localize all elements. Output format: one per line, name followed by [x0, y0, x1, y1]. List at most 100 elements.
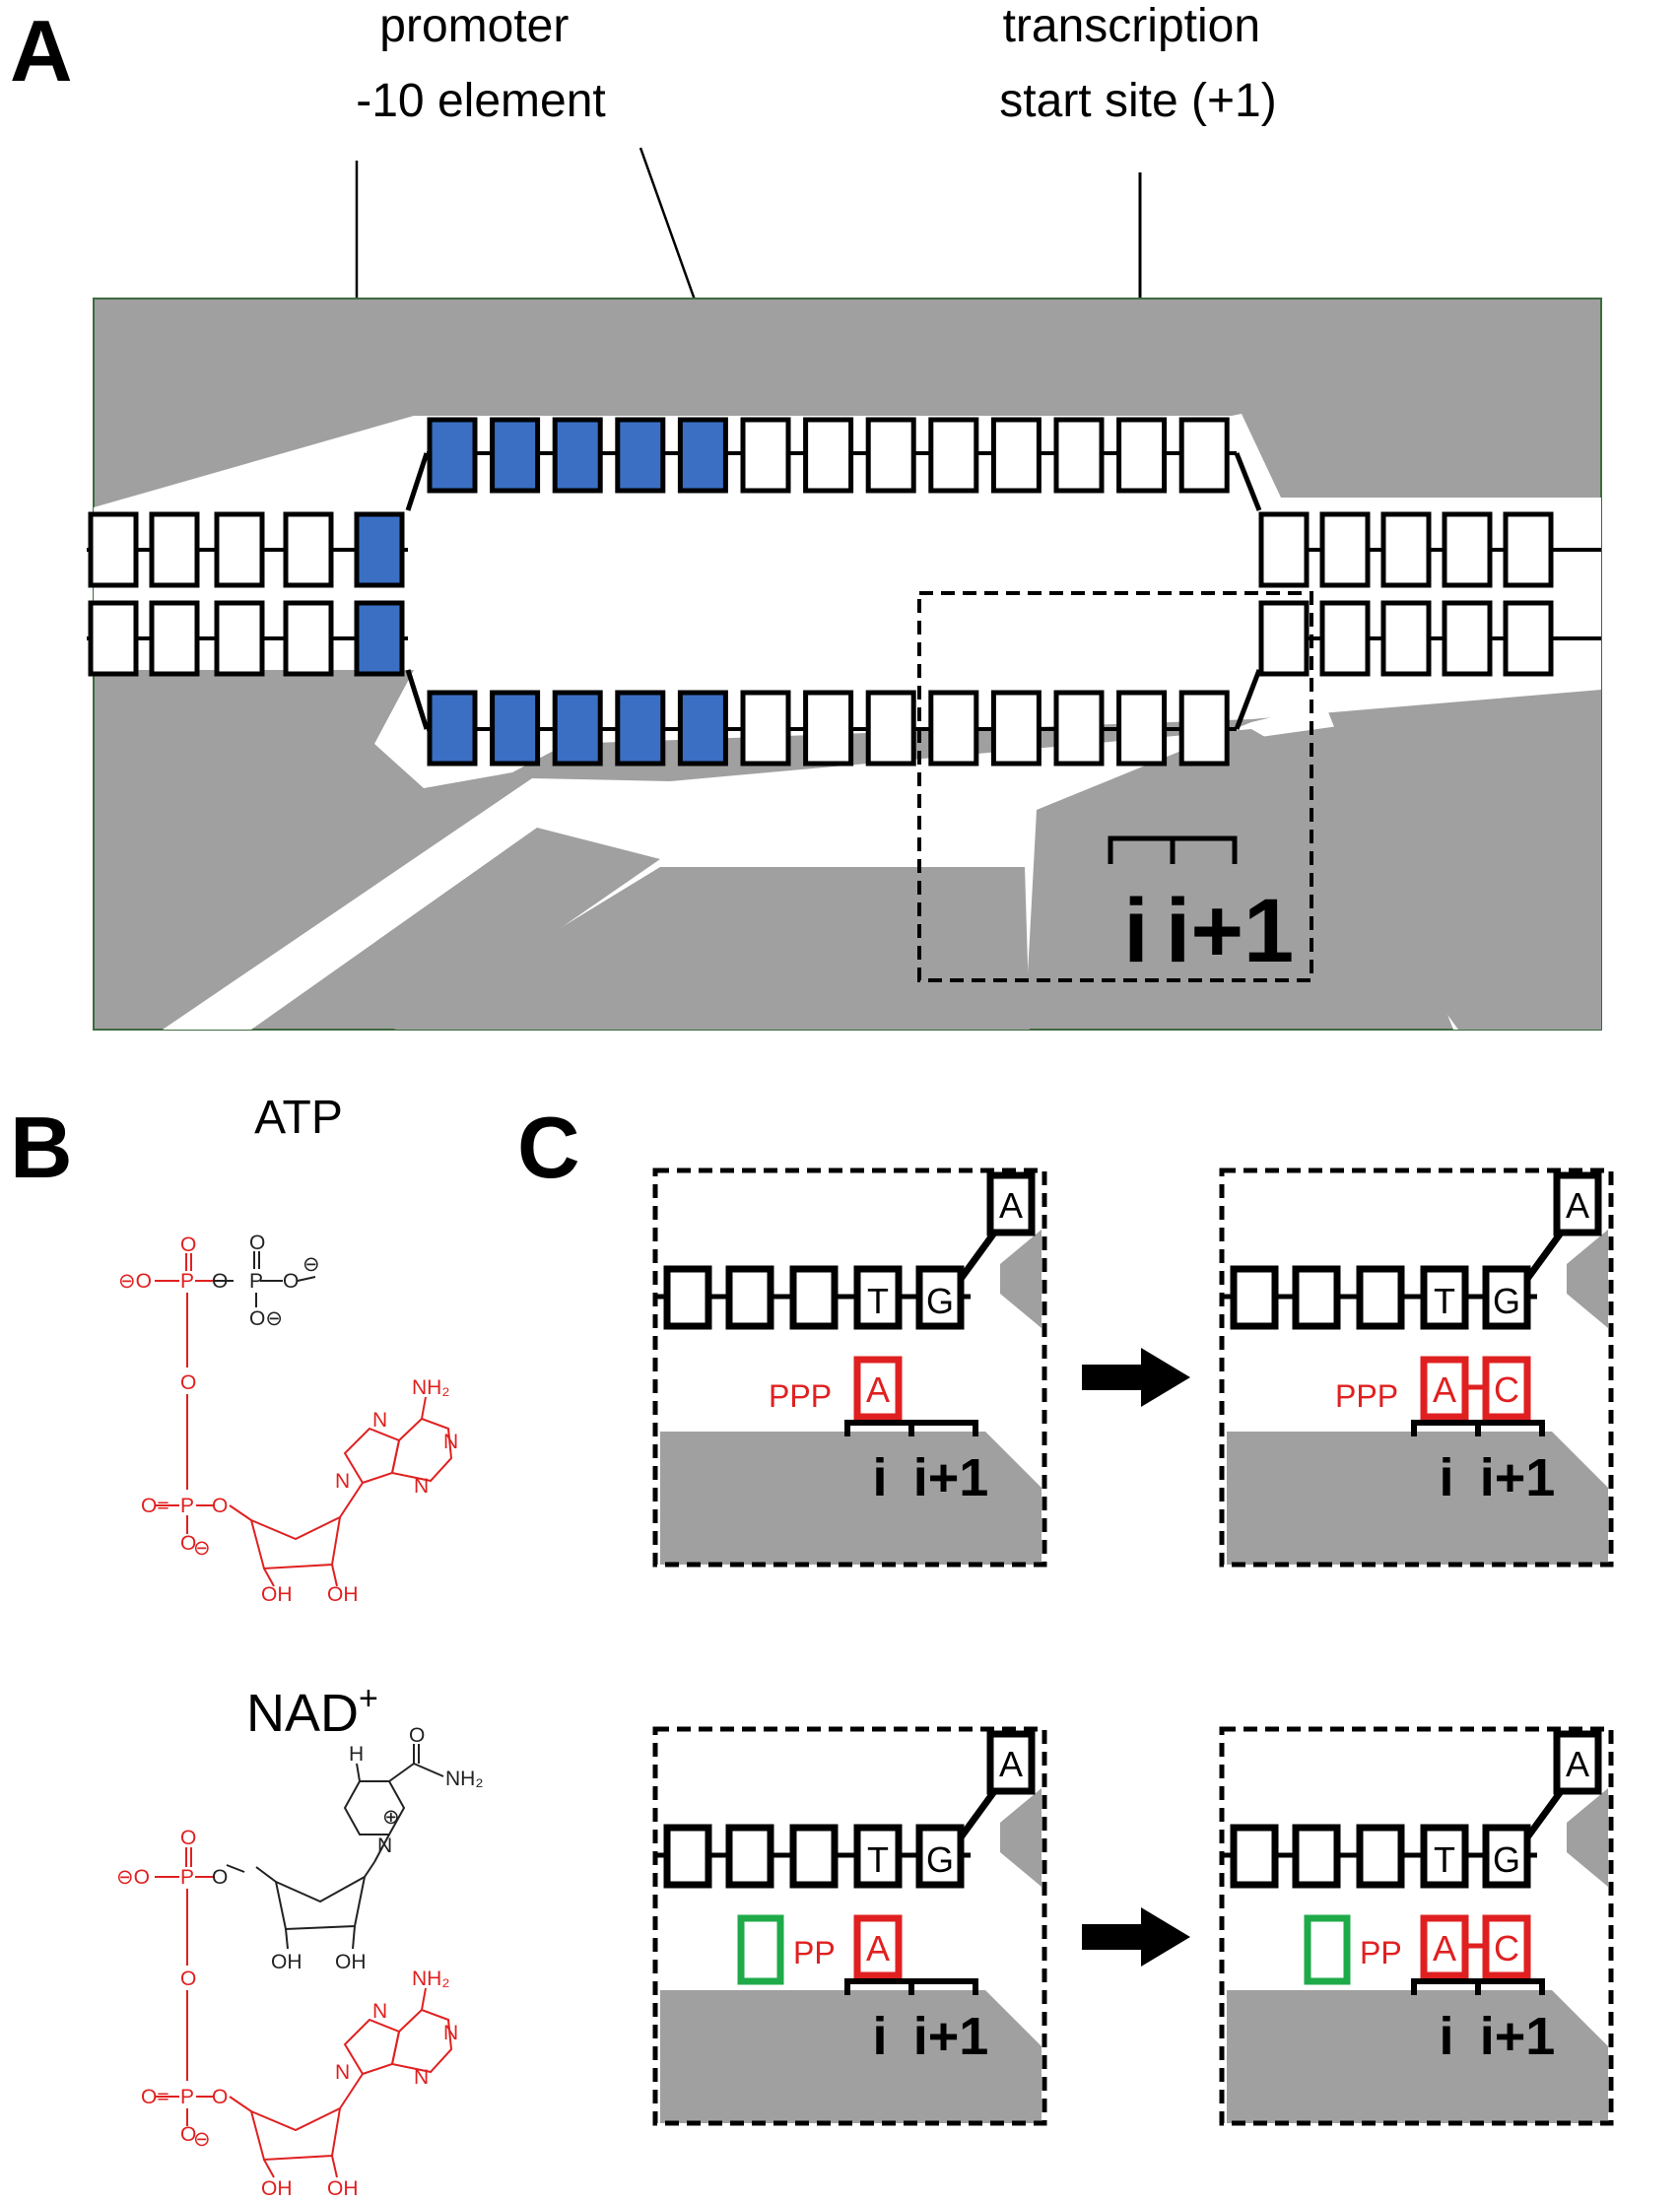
nad-adenine-5-ring [343, 2018, 401, 2076]
rna-base-a-box [853, 1914, 903, 1979]
template-strand-bases [427, 690, 1230, 767]
position-i-label: i [872, 2007, 887, 2066]
template-base [1116, 690, 1168, 767]
template-base [552, 690, 603, 767]
nontemplate-strand-left-link [405, 452, 430, 511]
nad-title-charge: + [359, 1680, 378, 1717]
nad-amide-nh2: NH₂ [445, 1768, 483, 1790]
nontemplate-base [1053, 417, 1105, 494]
atp-n9: N [335, 1470, 350, 1493]
panel-label-a: A [10, 2, 73, 100]
upstream-top-strand [88, 511, 405, 588]
nmn-cap-box [1304, 1914, 1351, 1985]
position-i-label: i [872, 1448, 887, 1507]
strand-link [958, 1787, 998, 1840]
template-base [740, 690, 791, 767]
template-base-g-label: G [1493, 1281, 1520, 1321]
atp-oh-right: OH [327, 1583, 359, 1606]
nad-p-lower: P [180, 2086, 194, 2108]
atp-ribose-ring [249, 1515, 342, 1570]
upstream-top-base [283, 511, 334, 588]
template-strand [427, 690, 1237, 767]
template-strand-left-link [405, 669, 430, 730]
position-i1-label: i+1 [913, 1448, 989, 1507]
template-base [865, 690, 916, 767]
template-base [1292, 1824, 1341, 1889]
upstream-top-base [149, 511, 200, 588]
nontemplate-strand [427, 417, 1237, 494]
atp-p-lower: P [180, 1495, 194, 1517]
downstream-top-base [1258, 511, 1310, 588]
inset-dashed-frame [1219, 1168, 1614, 1568]
nad-adenine-6-ring [390, 2008, 453, 2074]
atp-adenine-6-ring [390, 1417, 453, 1483]
atp-nh2: NH₂ [412, 1376, 449, 1399]
template-base [803, 690, 854, 767]
template-base [990, 690, 1042, 767]
nontemplate-base [490, 417, 541, 494]
nad-structure: H O NH₂ N ⊕ O OH OH ⊖O P O O O= P O O ⊖ … [116, 1724, 483, 2200]
nmn-cap-box [737, 1914, 784, 1985]
rna-base-c-label: C [1494, 1369, 1519, 1410]
nad-carbonyl-o: O [409, 1724, 425, 1747]
polymerase-region [1000, 1230, 1042, 1328]
template-base [427, 690, 478, 767]
position-i-label: i [1439, 2007, 1453, 2066]
active-site-dashed-box [917, 591, 1313, 982]
polymerase-region [1227, 1432, 1608, 1565]
downstream-base [986, 1171, 1036, 1236]
downstream-base [1553, 1171, 1602, 1236]
position-bracket [1108, 835, 1238, 864]
nontemplate-base [1116, 417, 1168, 494]
template-base [1482, 1265, 1531, 1330]
promoter-label-line2: -10 element [356, 75, 605, 127]
template-base [677, 690, 728, 767]
atp-oh-left: OH [261, 1583, 293, 1606]
nad-nicotinamide-part [226, 1744, 444, 1950]
position-i1-label: i+1 [1166, 881, 1294, 981]
upstream-top-base [88, 511, 139, 588]
tss-label-line1: transcription [1003, 0, 1260, 52]
atp-o-lower-right: O [212, 1495, 228, 1517]
panel-label-c: C [517, 1099, 580, 1196]
atp-eq-o-left: O= [141, 1495, 169, 1517]
downstream-bottom-base [1319, 600, 1371, 677]
template-base [1420, 1265, 1469, 1330]
upstream-top-base [354, 511, 405, 588]
atp-n7: N [372, 1409, 387, 1432]
template-base [663, 1824, 712, 1889]
rna-base-c-box [1482, 1356, 1531, 1421]
inset-dashed-frame [652, 1726, 1047, 2126]
nad-atom-labels: H O NH₂ N ⊕ O OH OH ⊖O P O O O= P O O ⊖ … [116, 1724, 483, 2200]
downstream-base-a-label: A [1566, 1185, 1589, 1226]
downstream-base-a-label: A [999, 1185, 1023, 1226]
nontemplate-base [990, 417, 1042, 494]
atp-o-bridge-2: O [180, 1371, 196, 1394]
atp-adenine-5-ring [343, 1427, 401, 1485]
downstream-top-base [1380, 511, 1432, 588]
polymerase-region [1567, 1230, 1608, 1328]
nad-o-bridge: O [180, 1968, 196, 1990]
panel-label-b: B [10, 1099, 73, 1196]
nontemplate-strand-right-link [1234, 452, 1262, 511]
downstream-base [986, 1730, 1036, 1795]
template-base-t-label: T [1434, 1281, 1455, 1321]
downstream-bottom-base [1258, 600, 1310, 677]
template-base-t-label: T [867, 1839, 889, 1880]
reaction-arrow-nad [1082, 1907, 1190, 1967]
position-bracket [1411, 1420, 1545, 1436]
nad-n-plus: N [377, 1835, 392, 1857]
nad-pp-label: PP [793, 1935, 836, 1970]
position-bracket [844, 1978, 978, 1995]
upstream-bottom-base [354, 600, 405, 677]
template-base [1053, 690, 1105, 767]
template-strand-right-link [1234, 669, 1262, 730]
atp-o-bridge-1: O [212, 1270, 228, 1293]
position-bracket [844, 1420, 978, 1436]
nad-o-minus-upper: ⊖O [116, 1866, 150, 1889]
nontemplate-base [1178, 417, 1230, 494]
strand-link [1524, 1787, 1565, 1840]
strand-link [958, 1229, 998, 1282]
promoter-label-line1: promoter [379, 0, 569, 52]
upstream-bottom-base [88, 600, 139, 677]
